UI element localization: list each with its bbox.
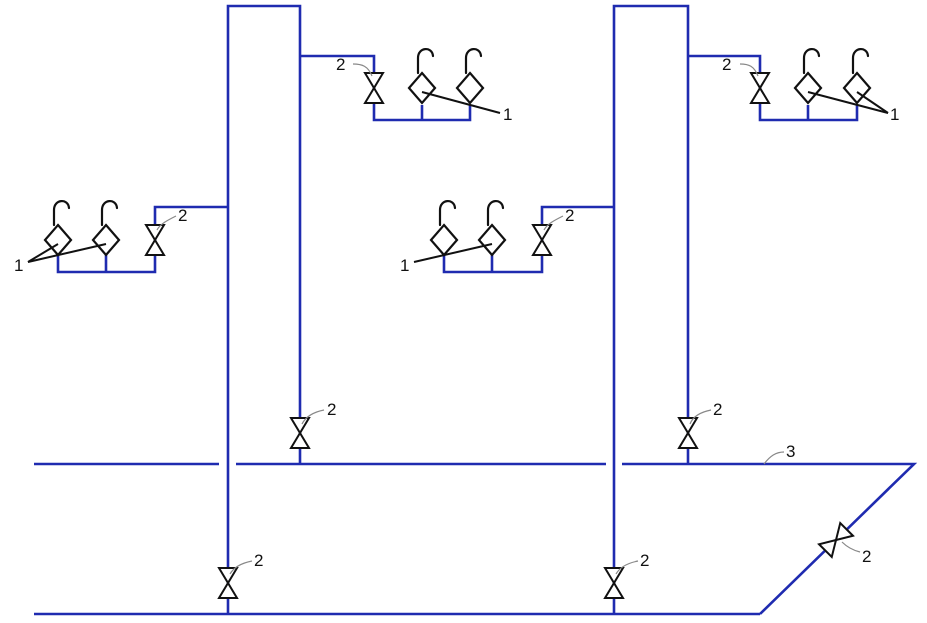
valve-lower-right-branch-icon	[531, 224, 553, 256]
riser-left	[56, 4, 472, 614]
leader-valve-left-riser	[229, 560, 253, 575]
riser-right-loop	[612, 4, 690, 614]
label-valve-right-riser: 2	[640, 551, 649, 570]
leader-valve-right-return	[689, 409, 712, 425]
leader-lines	[27, 63, 889, 575]
label-valve-lower-left: 2	[178, 206, 187, 225]
leader-valve-diagonal	[841, 541, 861, 553]
leader-valve-right-riser	[615, 560, 639, 575]
fixture-upper-left-b-tap-icon	[455, 48, 485, 105]
branch-left-lower	[56, 205, 228, 274]
riser-left-loop	[226, 4, 302, 614]
fixture-lower-right-b-tap-icon	[477, 200, 507, 257]
leader-valve-upper-left	[352, 63, 373, 77]
label-fixture-lower-left: 1	[14, 256, 23, 275]
label-valve-lower-right: 2	[565, 206, 574, 225]
valve-diagonal-main-icon	[817, 521, 855, 559]
valve-lower-left-branch-icon	[144, 224, 166, 256]
leader-fixture-upper-right-b	[856, 91, 889, 114]
label-valve-left-riser: 2	[254, 551, 263, 570]
label-valve-upper-left: 2	[336, 55, 345, 74]
leader-main	[763, 451, 785, 465]
valves	[144, 72, 855, 599]
fixtures	[43, 48, 872, 257]
label-fixture-lower-right: 1	[400, 256, 409, 275]
branch-right-lower	[442, 205, 614, 274]
label-main: 3	[786, 442, 795, 461]
valve-upper-left-branch-icon	[363, 72, 385, 104]
valve-right-riser-icon	[603, 567, 625, 599]
leader-fixture-upper-left	[421, 91, 501, 114]
label-fixture-upper-right: 1	[890, 105, 899, 124]
fixture-lower-left-b-tap-icon	[91, 200, 121, 257]
label-fixture-upper-left: 1	[503, 105, 512, 124]
leader-valve-lower-right	[543, 215, 564, 231]
valve-left-riser-icon	[217, 567, 239, 599]
branch-right-upper	[688, 54, 859, 122]
fixture-lower-right-a-tap-icon	[429, 200, 459, 257]
leader-valve-left-return	[301, 409, 325, 425]
fixture-upper-right-a-tap-icon	[793, 48, 823, 105]
valve-upper-right-branch-icon	[749, 72, 771, 104]
fixture-lower-left-a-tap-icon	[43, 200, 73, 257]
leader-valve-upper-right	[739, 63, 759, 77]
leader-fixture-upper-right-a	[807, 91, 889, 114]
valve-right-return-icon	[677, 417, 699, 449]
label-valve-left-return: 2	[327, 400, 336, 419]
label-valve-diagonal: 2	[862, 547, 871, 566]
main-pipes	[34, 462, 918, 616]
leader-fixture-lower-left-b	[27, 243, 107, 263]
valve-left-return-icon	[289, 417, 311, 449]
leader-fixture-lower-left-a	[27, 243, 59, 263]
leader-fixture-lower-right	[413, 243, 493, 263]
leader-valve-lower-left	[156, 215, 177, 231]
riser-right	[442, 4, 859, 614]
label-valve-upper-right: 2	[722, 55, 731, 74]
branch-left-upper	[300, 54, 472, 122]
fixture-upper-left-a-tap-icon	[407, 48, 437, 105]
fixture-upper-right-b-tap-icon	[842, 48, 872, 105]
labels: 1 1 1 1 2 2 2 2 2 2 2 2 2 3	[14, 55, 899, 570]
label-valve-right-return: 2	[713, 400, 722, 419]
upper-main-right	[622, 462, 918, 615]
